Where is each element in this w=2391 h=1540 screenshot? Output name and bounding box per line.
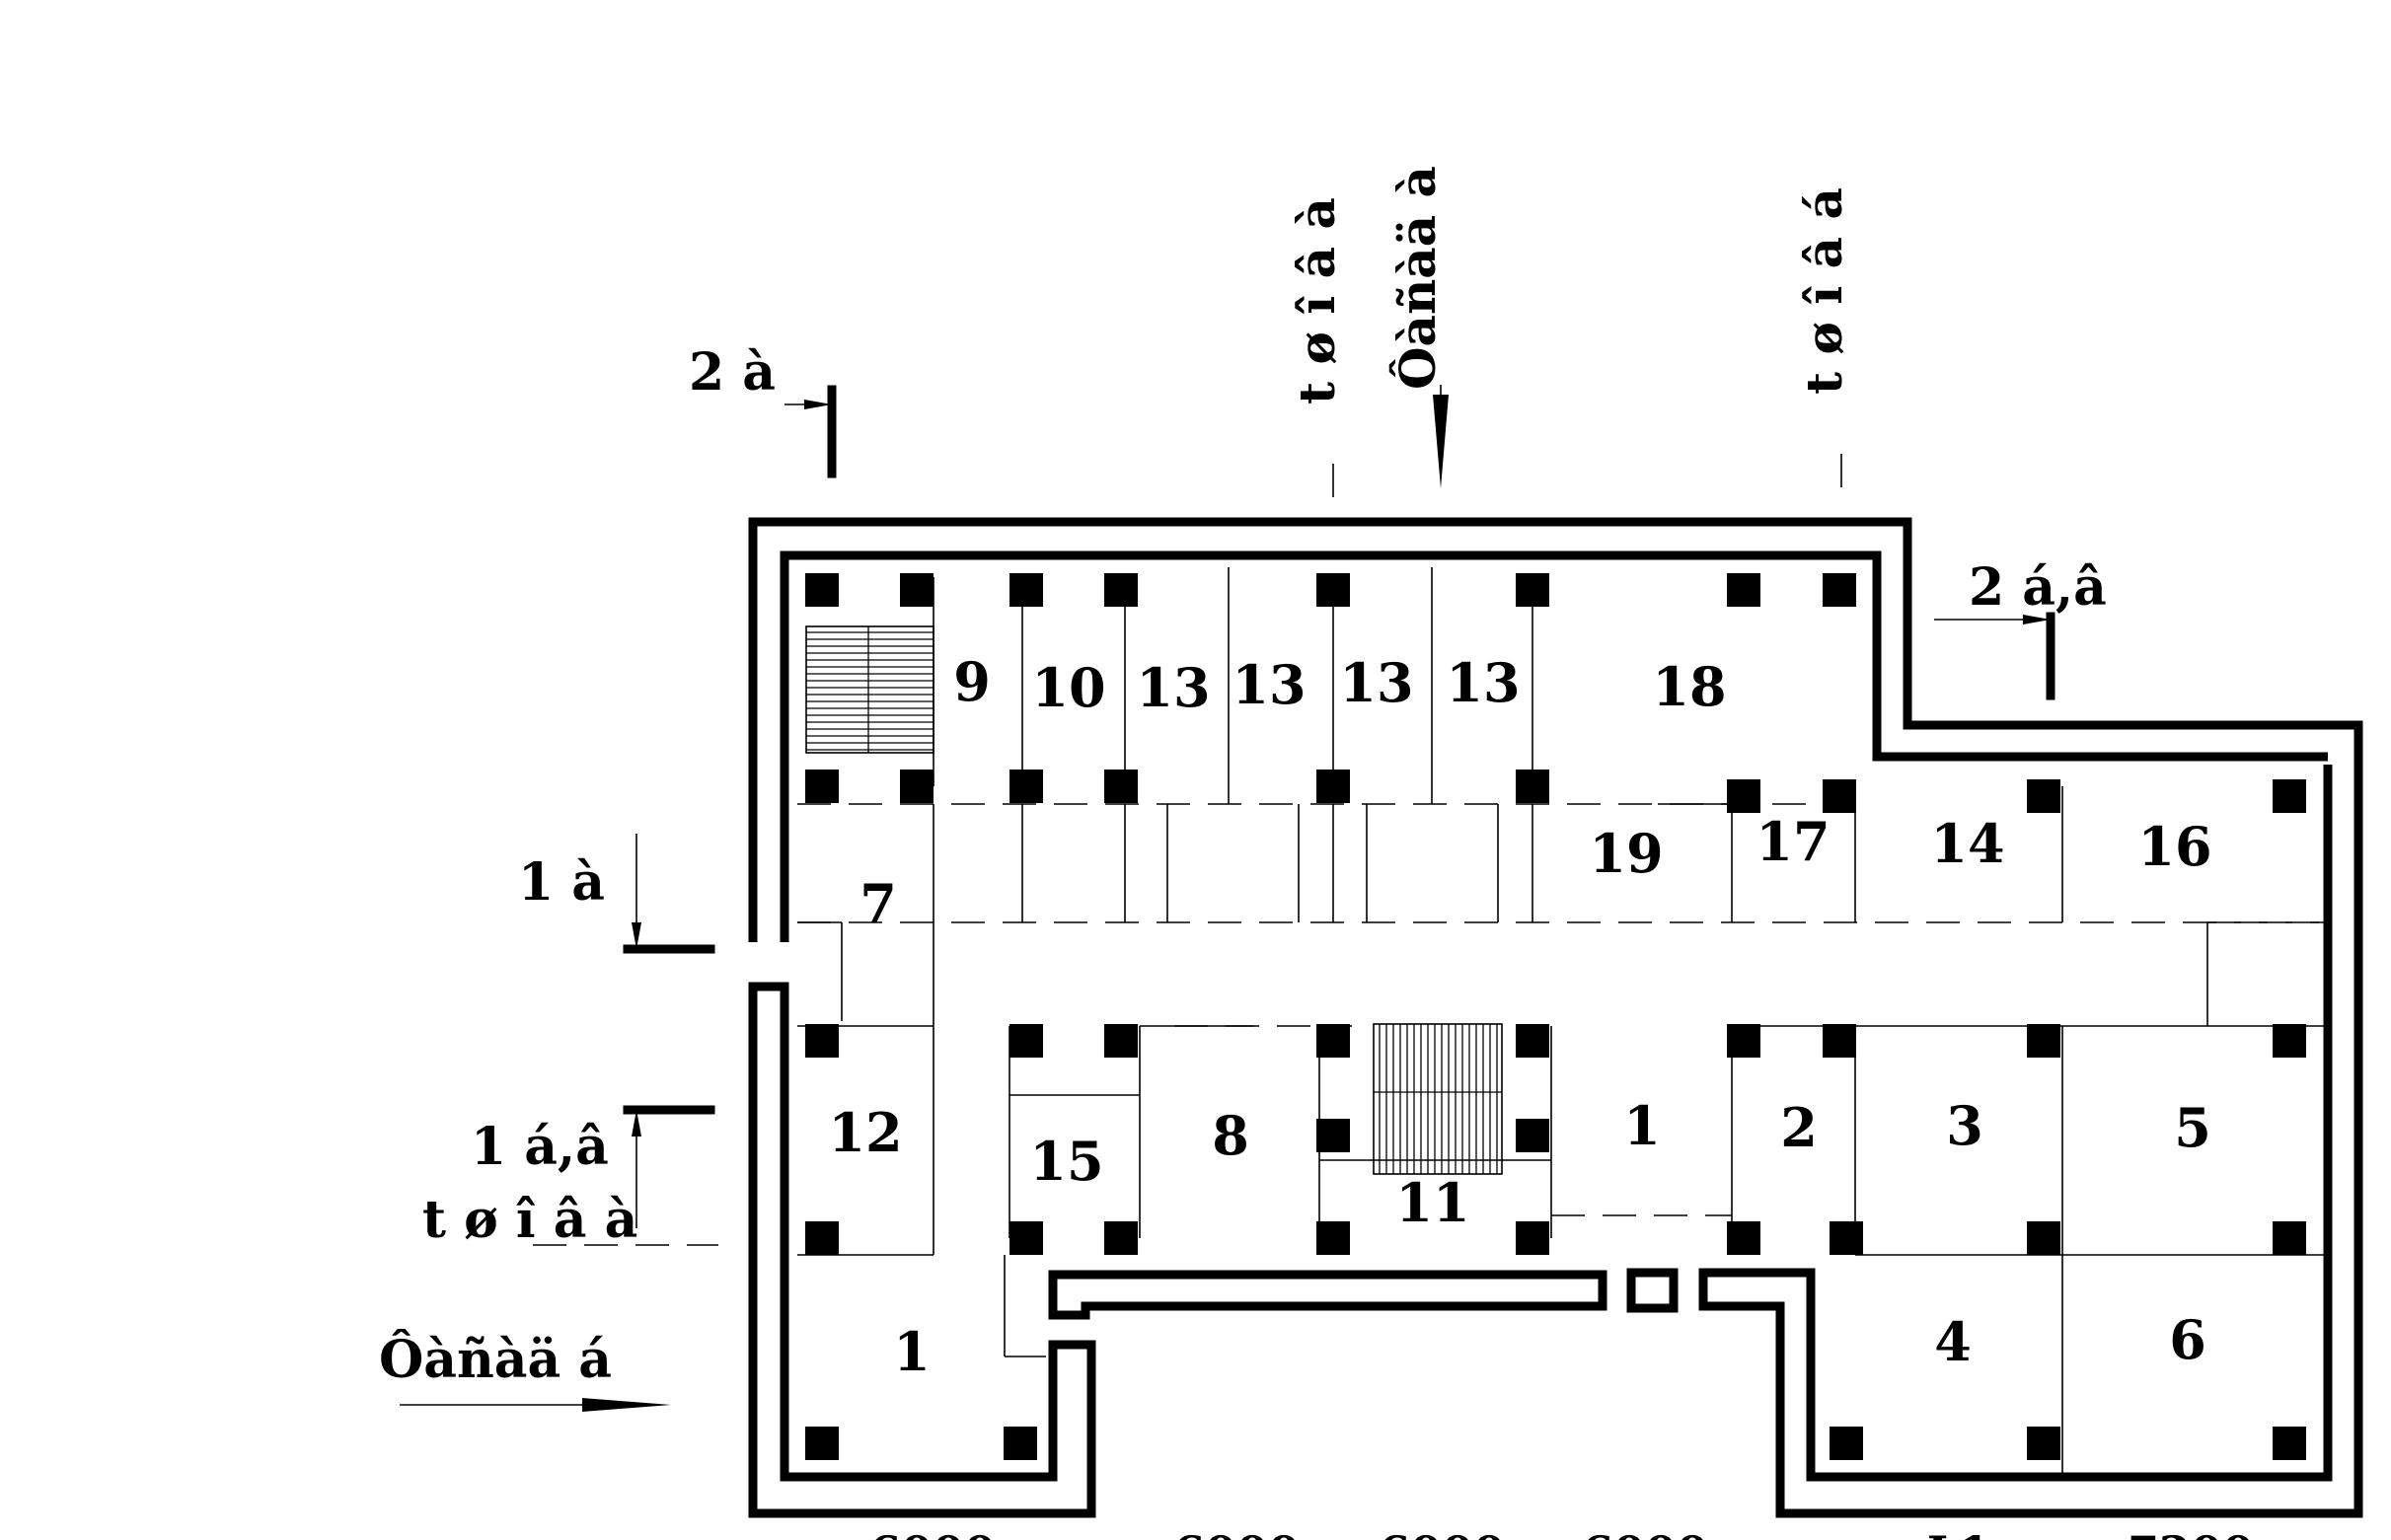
column xyxy=(1316,1221,1350,1255)
room-label: 8 xyxy=(1212,1104,1249,1167)
column xyxy=(1830,1221,1863,1255)
walls xyxy=(748,517,2363,1518)
room-label: 7 xyxy=(859,872,897,935)
central-wall xyxy=(1048,1270,1607,1320)
dimension-row: 6000 6000 6000 6000 L1 7200 xyxy=(869,1526,2254,1540)
annotation-labels: 2 à 2 á,â 1 à 1 á,â t ø î â à Ôàñàä á t … xyxy=(379,166,2107,1390)
room-labels: 9 10 13 13 13 13 18 19 17 14 16 7 12 15 … xyxy=(828,650,2211,1383)
room-label: 10 xyxy=(1031,656,1105,719)
stair-center xyxy=(1373,1023,1503,1175)
column xyxy=(1009,770,1043,803)
column xyxy=(2273,779,2306,813)
room-label: 1 xyxy=(893,1320,931,1383)
inner-wall xyxy=(780,550,2328,942)
room-label: 3 xyxy=(1946,1094,1983,1157)
column xyxy=(900,770,934,803)
column xyxy=(1516,1024,1549,1058)
column xyxy=(2027,1024,2060,1058)
dimension-label: 6000 xyxy=(1582,1526,1708,1540)
stair-top-left xyxy=(805,625,934,754)
column xyxy=(1316,1024,1350,1058)
column xyxy=(1516,1119,1549,1152)
column xyxy=(1104,1024,1138,1058)
room-label: 9 xyxy=(953,650,991,713)
outer-wall xyxy=(748,517,2363,1518)
column xyxy=(2273,1221,2306,1255)
room-label: 5 xyxy=(2174,1096,2211,1159)
column xyxy=(2273,1024,2306,1058)
column xyxy=(1316,1119,1350,1152)
dimension-label: 6000 xyxy=(1173,1526,1300,1540)
column xyxy=(2027,1221,2060,1255)
room-label: 15 xyxy=(1029,1130,1103,1193)
room-label: 11 xyxy=(1395,1171,1469,1234)
column xyxy=(1009,1024,1043,1058)
room-label: 1 xyxy=(1623,1094,1661,1157)
section-markers xyxy=(400,385,2055,1412)
section-label-1b: 1 á,â xyxy=(471,1117,609,1177)
column xyxy=(805,1024,839,1058)
column xyxy=(1009,1221,1043,1255)
room-label: 14 xyxy=(1930,812,2004,875)
column xyxy=(1823,779,1856,813)
room-label: 13 xyxy=(1136,656,1210,719)
column xyxy=(2027,779,2060,813)
column xyxy=(2027,1427,2060,1460)
room-label: 18 xyxy=(1652,655,1726,718)
room-label: 13 xyxy=(1446,651,1520,714)
column xyxy=(1727,573,1760,607)
dimension-label: 6000 xyxy=(1379,1526,1505,1540)
lower-left-wall xyxy=(748,982,1096,1518)
column xyxy=(1009,573,1043,607)
column xyxy=(1830,1427,1863,1460)
dimension-label: 6000 xyxy=(869,1526,996,1540)
column xyxy=(805,573,839,607)
room-label: 2 xyxy=(1780,1096,1818,1159)
axis-label-top-3: t ø î â á xyxy=(1795,187,1853,395)
column xyxy=(1516,1221,1549,1255)
facade-label-left: Ôàñàä á xyxy=(379,1329,612,1390)
column xyxy=(805,1221,839,1255)
room-label: 13 xyxy=(1339,651,1413,714)
small-pier xyxy=(1626,1268,1679,1313)
room-label: 12 xyxy=(828,1101,902,1164)
dimension-label: L1 xyxy=(1927,1526,1990,1540)
column xyxy=(2273,1427,2306,1460)
stair-outline xyxy=(1373,1023,1503,1175)
room-label: 16 xyxy=(2137,815,2211,878)
columns xyxy=(805,573,2306,1460)
column xyxy=(1104,1221,1138,1255)
stair-outline xyxy=(805,625,934,754)
column xyxy=(1823,1024,1856,1058)
room-label: 19 xyxy=(1589,822,1663,885)
room-label: 13 xyxy=(1232,653,1306,716)
partitions xyxy=(797,567,2328,1477)
column xyxy=(1004,1427,1037,1460)
room-label: 4 xyxy=(1934,1310,1972,1373)
axis-label-top-1: t ø î â à xyxy=(1288,197,1346,404)
corridor-lines xyxy=(533,454,2328,1246)
section-label-2a: 2 à xyxy=(689,342,776,403)
column xyxy=(900,573,934,607)
column xyxy=(1104,573,1138,607)
section-label-2b: 2 á,â xyxy=(1969,557,2107,618)
column xyxy=(1104,770,1138,803)
facade-label-top: Ôàñàä à xyxy=(1388,166,1447,390)
dimension-label: 7200 xyxy=(2128,1526,2254,1540)
room-label: 17 xyxy=(1756,810,1830,873)
column xyxy=(805,770,839,803)
column xyxy=(1823,573,1856,607)
room-label: 6 xyxy=(2169,1308,2206,1371)
column xyxy=(805,1427,839,1460)
section-label-1a: 1 à xyxy=(518,852,605,913)
section-label-1b-sub: t ø î â à xyxy=(422,1190,637,1250)
